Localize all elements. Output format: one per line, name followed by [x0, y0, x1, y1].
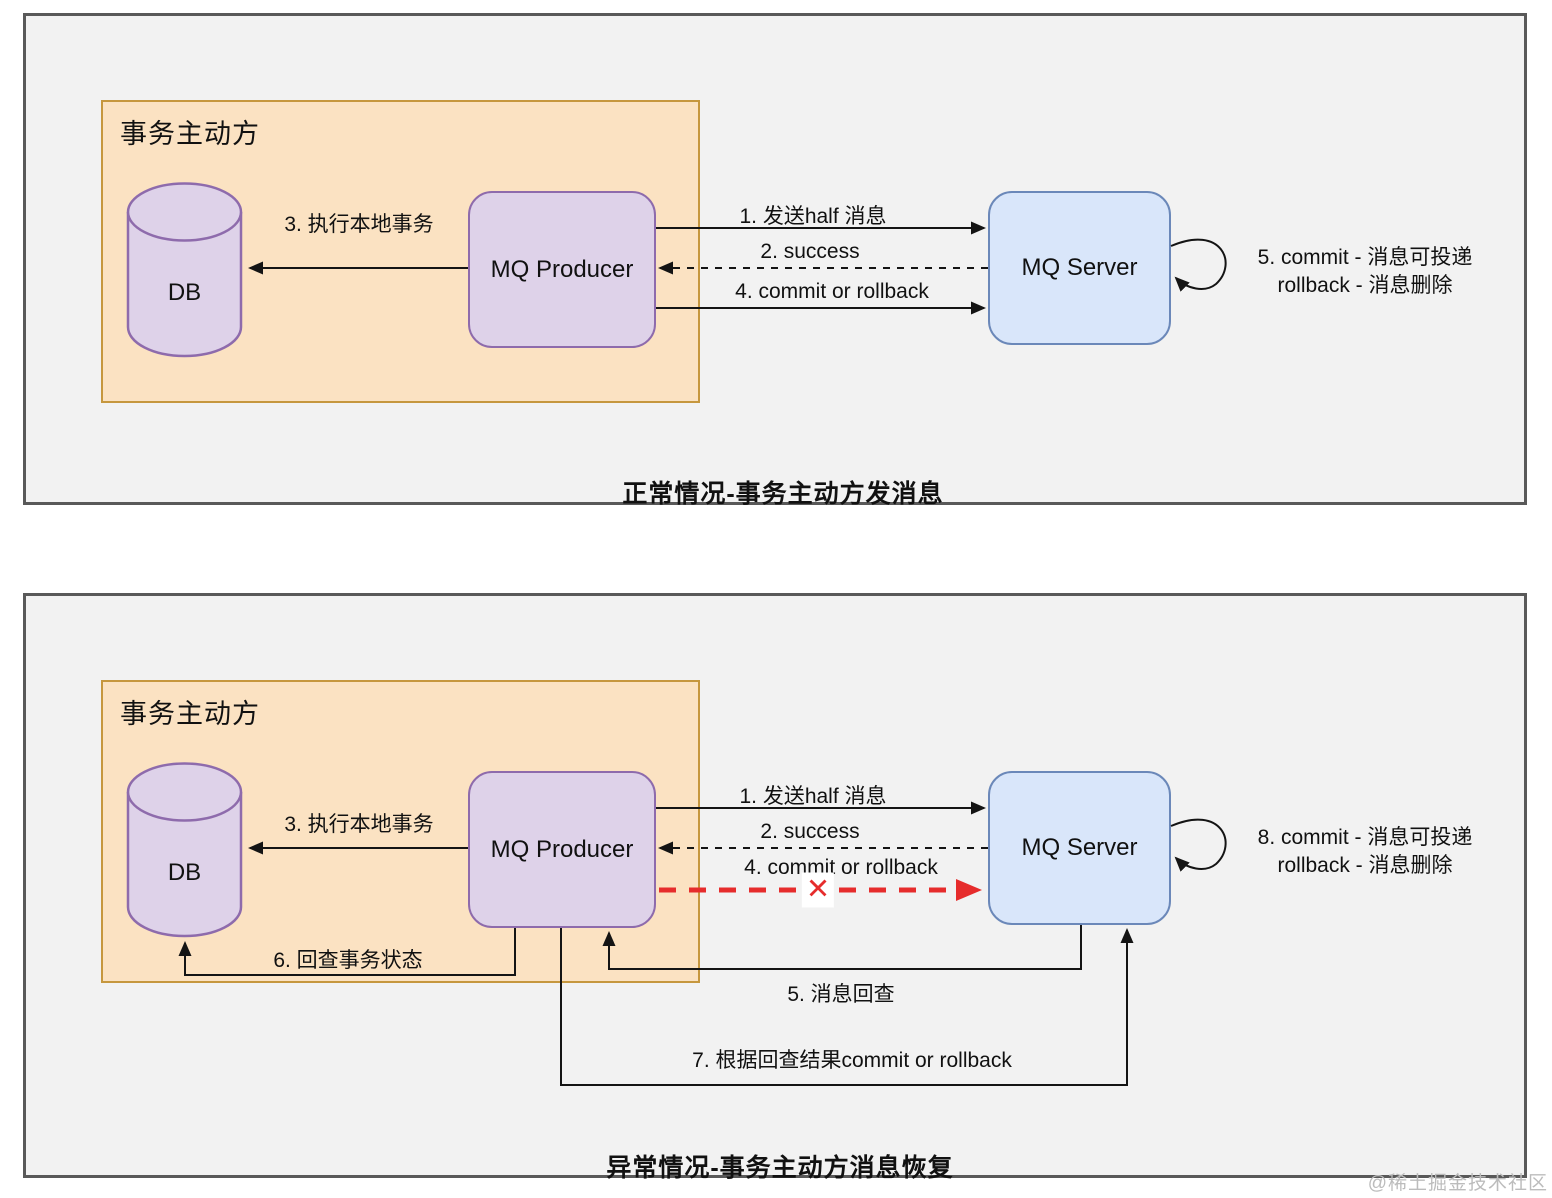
check-tx-status-arrow — [178, 928, 516, 976]
panel-title: 异常情况-事务主动方消息恢复 — [606, 1154, 954, 1182]
local-tx-label: 3. 执行本地事务 — [284, 813, 434, 836]
server-self-loop-arrow — [1170, 238, 1227, 292]
db-cylinder-shape — [126, 182, 243, 358]
db-cylinder: DB — [126, 761, 243, 938]
mq-server-node: MQ Server — [988, 191, 1171, 345]
server-self-loop-arrow — [1170, 818, 1227, 872]
mq-server-node: MQ Server — [988, 771, 1171, 925]
mq-producer-label: MQ Producer — [490, 255, 634, 283]
panel-title: 正常情况-事务主动方发消息 — [622, 480, 944, 508]
server-note: 5. commit - 消息可投递 rollback - 消息删除 — [1258, 244, 1473, 300]
connector-layer — [248, 221, 1227, 315]
send-half-label: 1. 发送half 消息 — [739, 785, 887, 808]
db-cylinder: DB — [126, 181, 243, 358]
mq-server-label: MQ Server — [1021, 254, 1138, 281]
commit-rollback-label: 4. commit or rollback — [735, 280, 929, 303]
success-label: 2. success — [760, 820, 860, 843]
server-note-line1: 8. commit - 消息可投递 — [1257, 826, 1473, 849]
mq-server-label: MQ Server — [1021, 834, 1138, 861]
server-note-line1: 5. commit - 消息可投递 — [1257, 246, 1473, 269]
watermark: @稀土掘金技术社区 — [1367, 1173, 1548, 1194]
local-tx-label: 3. 执行本地事务 — [284, 213, 434, 236]
panel-abnormal-inner: 事务主动方 DB MQ Producer MQ Server — [26, 596, 1524, 1182]
check-result-label: 7. 根据回查结果commit or rollback — [692, 1049, 1012, 1072]
db-label: DB — [167, 859, 202, 886]
commit-rollback-label: 4. commit or rollback — [744, 856, 938, 879]
mq-producer-node: MQ Producer — [468, 771, 656, 928]
failure-x-mark: ✕ — [801, 872, 835, 908]
success-label: 2. success — [760, 240, 860, 263]
check-result-arrow — [560, 928, 1134, 1086]
db-cylinder-shape — [126, 762, 243, 938]
server-note-line2: rollback - 消息删除 — [1277, 854, 1453, 877]
mq-producer-label: MQ Producer — [490, 835, 634, 863]
message-check-label: 5. 消息回查 — [787, 983, 895, 1006]
panel-normal-inner: 事务主动方 DB MQ Producer MQ Server — [26, 16, 1524, 508]
db-label: DB — [167, 279, 202, 306]
server-note: 8. commit - 消息可投递 rollback - 消息删除 — [1258, 824, 1473, 880]
panel-abnormal-case: 事务主动方 DB MQ Producer MQ Server — [23, 593, 1527, 1182]
panel-normal-case: 事务主动方 DB MQ Producer MQ Server — [23, 13, 1527, 508]
group-label: 事务主动方 — [120, 119, 260, 149]
group-label: 事务主动方 — [120, 699, 260, 729]
server-note-line2: rollback - 消息删除 — [1277, 274, 1453, 297]
send-half-label: 1. 发送half 消息 — [739, 205, 887, 228]
connector-layer — [178, 801, 1227, 1086]
check-tx-status-label: 6. 回查事务状态 — [273, 949, 423, 972]
mq-producer-node: MQ Producer — [468, 191, 656, 348]
message-check-arrow — [602, 925, 1082, 970]
